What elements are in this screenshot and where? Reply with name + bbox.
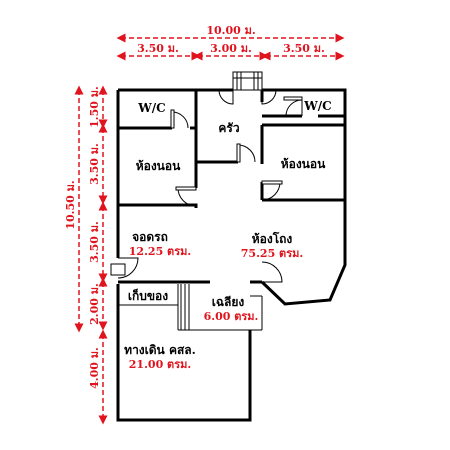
living-label: ห้องโถง [252, 231, 293, 246]
wall-bedroom-left-bottom [118, 203, 198, 208]
stairs-outline [232, 71, 263, 91]
wc-left-label: W/C [137, 101, 165, 115]
door-garage [117, 257, 139, 279]
door-kitchen-leaf [236, 143, 241, 163]
kitchen-label: ครัว [218, 121, 239, 135]
door-wc-right-leaf [283, 96, 303, 101]
outer-wall-top-right [118, 88, 347, 306]
vertical-dimensions: 10.50 ม. 1.50 ม. 3.50 ม. 3.50 ม. 2.00 ม.… [64, 85, 108, 425]
total-width-label: 10.00 ม. [206, 24, 255, 37]
depth-bedroom-label: 3.50 ม. [88, 143, 101, 185]
living-area: 75.25 ตรม. [241, 247, 303, 260]
horizontal-dimensions: 10.00 ม. 3.50 ม. 3.00 ม. 3.50 ม. [116, 24, 345, 61]
door-main [261, 261, 283, 283]
depth-walkway-label: 4.00 ม. [88, 347, 101, 389]
walkway-label: ทางเดิน คสล. [124, 343, 196, 357]
door-bedroom-left [177, 187, 197, 207]
depth-storage-label: 2.00 ม. [88, 283, 101, 325]
door-garage-leaf [110, 263, 126, 276]
door-kitchen [237, 144, 256, 163]
depth-garage-label: 3.50 ม. [88, 221, 101, 263]
total-depth-label: 10.50 ม. [64, 180, 77, 229]
interior-walls [118, 90, 345, 284]
width-right-label: 3.50 ม. [283, 42, 325, 55]
rear-stairs [232, 71, 263, 91]
door-bedroom-right-leaf [261, 180, 283, 185]
thin-lines [118, 284, 263, 331]
wc-right-label: W/C [303, 99, 331, 113]
door-kitchen-rear [218, 89, 234, 105]
bedroom-left-label: ห้องนอน [136, 159, 181, 173]
width-left-label: 3.50 ม. [137, 42, 179, 55]
door-wc-right [285, 99, 303, 117]
porch-area: 6.00 ตรม. [204, 310, 259, 323]
walkway-area: 21.00 ตรม. [129, 358, 191, 371]
door-bedroom-right [261, 181, 281, 201]
door-bedroom-left-leaf [175, 186, 197, 191]
exterior-walls [116, 88, 347, 422]
room-labels: W/C ครัว W/C ห้องนอน ห้องนอน จอดรถ 12.25… [124, 99, 332, 371]
garage-area: 12.25 ตรม. [129, 245, 191, 258]
door-kitchen-rear-right [261, 89, 277, 105]
width-middle-label: 3.00 ม. [210, 42, 252, 55]
door-wc-left-leaf [170, 109, 175, 129]
storage-label: เก็บของ [128, 288, 168, 303]
porch-label: เฉลียง [212, 295, 245, 309]
garage-label: จอดรถ [132, 230, 168, 244]
depth-wc-label: 1.50 ม. [88, 86, 101, 128]
doors [110, 89, 303, 283]
outer-wall-lower-left [116, 284, 252, 422]
bedroom-right-label: ห้องนอน [281, 157, 326, 171]
